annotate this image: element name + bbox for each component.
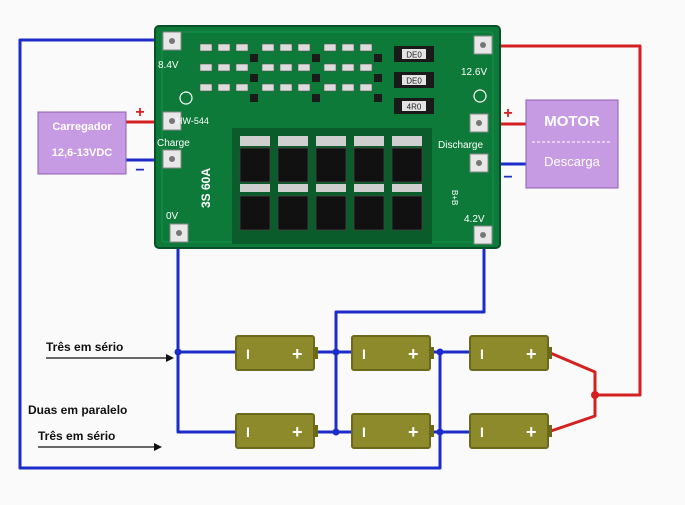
label-4v2: 4.2V <box>464 214 485 225</box>
battery-minus-label: I <box>362 424 366 440</box>
battery-minus-label: I <box>480 346 484 362</box>
battery-terminal <box>548 347 552 359</box>
label-model: HW-544 <box>176 116 209 126</box>
charger-plus-sign: + <box>135 104 144 121</box>
arrowhead-series-top <box>166 354 174 362</box>
label-charge: Charge <box>157 138 190 149</box>
label-12v6: 12.6V <box>461 67 487 78</box>
motor-box: MOTOR Descarga <box>525 99 619 189</box>
junction-4v2 <box>332 348 340 356</box>
junction-0v <box>174 348 182 356</box>
wire-0v <box>176 240 236 354</box>
mosfet-tabs <box>240 136 422 192</box>
battery-plus-label: + <box>526 422 537 442</box>
mosfets <box>239 147 423 231</box>
charger-voltage: 12,6-13VDC <box>52 147 113 159</box>
junction-mid-low <box>436 428 444 436</box>
junction-red <box>591 391 599 399</box>
battery-minus-label: I <box>246 424 250 440</box>
wire-4v2 <box>334 240 486 432</box>
battery-cell: I+ <box>351 335 434 371</box>
junctions <box>174 348 599 436</box>
battery-terminal <box>548 425 552 437</box>
battery-minus-label: I <box>246 346 250 362</box>
bms-board: DE0 DE0 4R0 <box>154 25 501 249</box>
battery-cell: I+ <box>351 413 434 449</box>
junction-4v2-low <box>332 428 340 436</box>
shunt-resistors: DE0 DE0 4R0 <box>394 46 434 114</box>
battery-plus-label: + <box>526 344 537 364</box>
battery-cell: I+ <box>235 335 318 371</box>
pack-labels: Três em sério Duas em paralelo Três em s… <box>28 340 174 451</box>
label-series-top: Três em sério <box>46 340 123 354</box>
battery-cell: I+ <box>235 413 318 449</box>
resistor-label-2: DE0 <box>406 77 422 86</box>
charger-title: Carregador <box>52 121 112 133</box>
resistor-label-1: DE0 <box>406 51 422 60</box>
battery-terminal <box>430 425 434 437</box>
label-parallel: Duas em paralelo <box>28 403 127 417</box>
wire-12v6 <box>484 44 642 397</box>
battery-cell: I+ <box>469 413 552 449</box>
battery-plus-label: + <box>292 422 303 442</box>
label-8v4: 8.4V <box>158 60 179 71</box>
pad-holes <box>169 38 486 238</box>
component-rows <box>199 43 373 92</box>
motor-subtitle: Descarga <box>544 154 600 169</box>
battery-terminal <box>314 425 318 437</box>
battery-plus-label: + <box>408 422 419 442</box>
junction-mid-top <box>436 348 444 356</box>
plus-symbol-left <box>179 91 193 105</box>
label-discharge: Discharge <box>438 140 483 151</box>
arrowhead-series-bottom <box>154 443 162 451</box>
wire-8v4 <box>18 38 442 470</box>
battery-terminal <box>430 347 434 359</box>
charger-minus-sign: − <box>135 162 144 179</box>
label-series-bottom: Três em sério <box>38 429 115 443</box>
battery-minus-label: I <box>362 346 366 362</box>
battery-plus-label: + <box>408 344 419 364</box>
motor-plus-sign: + <box>503 105 512 122</box>
ic-chips <box>250 54 382 102</box>
battery-plus-label: + <box>292 344 303 364</box>
label-balance: B+B <box>450 190 459 205</box>
motor-title: MOTOR <box>544 113 600 130</box>
label-0v: 0V <box>166 211 179 222</box>
plus-symbol-right <box>473 89 487 103</box>
charger-box: Carregador 12,6-13VDC <box>37 111 127 175</box>
label-config: 3S 60A <box>199 168 213 208</box>
resistor-label-3: 4R0 <box>407 103 422 112</box>
battery-terminal <box>314 347 318 359</box>
motor-minus-sign: − <box>503 169 512 186</box>
battery-cell: I+ <box>469 335 552 371</box>
wire-0v-lower <box>176 352 236 434</box>
battery-minus-label: I <box>480 424 484 440</box>
wire-12v6-b <box>547 395 597 434</box>
battery-pack: I+I+I+I+I+I+ <box>235 335 552 449</box>
wire-12v6-a <box>547 350 597 395</box>
